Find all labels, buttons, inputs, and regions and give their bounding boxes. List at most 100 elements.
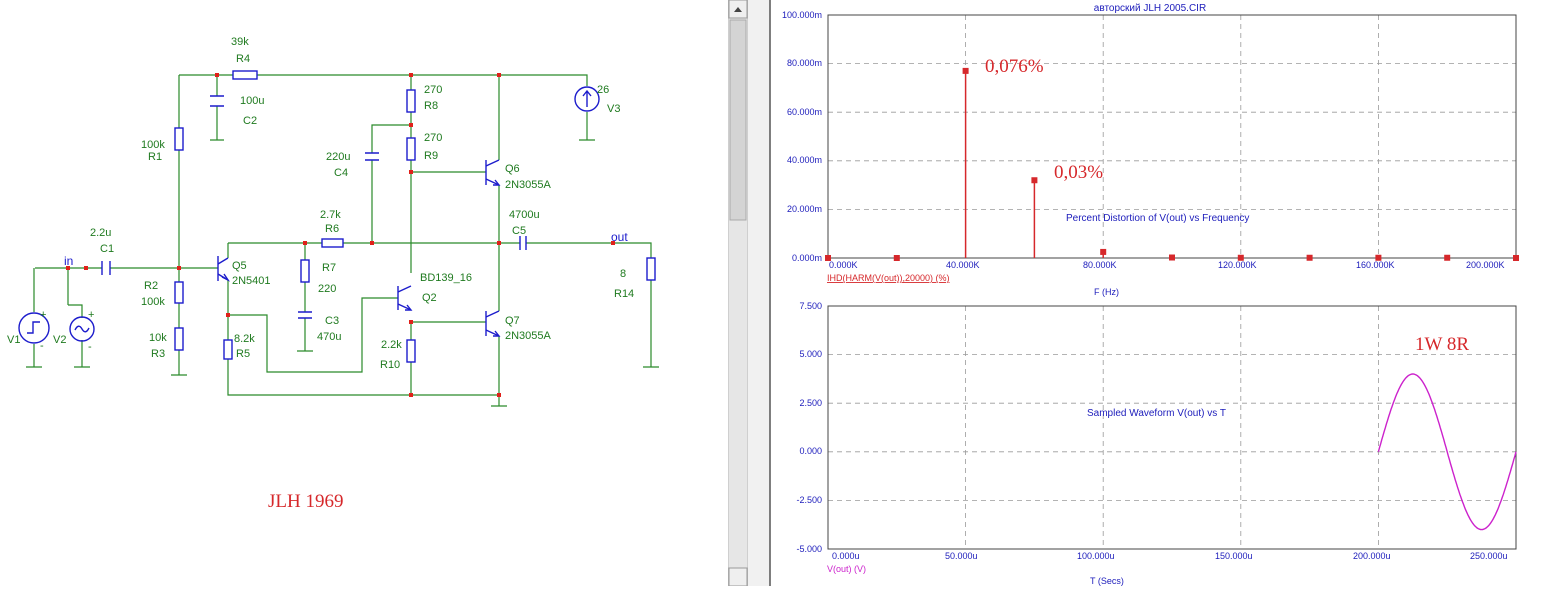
r3-name: R3 xyxy=(151,348,165,360)
top-y-tick: 20.000m xyxy=(787,204,822,214)
r7-value: 220 xyxy=(318,283,336,295)
top-plot-expression[interactable]: IHD(HARM(V(out)),20000) (%) xyxy=(827,273,950,283)
r3-value: 10k xyxy=(149,332,167,344)
r4-value: 39k xyxy=(231,36,249,48)
capacitor-c4 xyxy=(365,152,379,161)
q5-name: Q5 xyxy=(232,260,247,272)
r6-name: R6 xyxy=(325,223,339,235)
schematic-canvas: + - + - 39k R4 100u C2 100k R1 xyxy=(7,36,659,512)
annotation-h2: 0,076% xyxy=(985,56,1044,77)
waveform-trace xyxy=(1377,373,1517,531)
q2-name: Q2 xyxy=(422,292,437,304)
bottom-x-tick: 0.000u xyxy=(832,551,860,561)
distortion-bars xyxy=(825,67,1519,261)
top-y-tick: 0.000m xyxy=(792,253,822,263)
distortion-plot: 100.000m 80.000m 60.000m 40.000m 20.000m… xyxy=(782,10,1519,297)
resistor-r1 xyxy=(174,127,184,151)
transistor-q5 xyxy=(217,256,231,282)
source-v2: + - xyxy=(69,309,95,353)
top-plot-x-axis-title: F (Hz) xyxy=(1094,287,1119,297)
bottom-x-tick: 200.000u xyxy=(1353,551,1391,561)
top-y-tick: 40.000m xyxy=(787,155,822,165)
v3-name: V3 xyxy=(607,103,620,115)
top-plot-x-ticks: 0.000K 40.000K 80.000K 120.000K 160.000K… xyxy=(829,260,1505,270)
r9-name: R9 xyxy=(424,150,438,162)
top-y-tick: 100.000m xyxy=(782,10,822,20)
scroll-thumb[interactable] xyxy=(729,19,747,221)
r1-value: 100k xyxy=(141,139,165,151)
capacitor-c5 xyxy=(519,236,527,250)
r2-value: 100k xyxy=(141,296,165,308)
bottom-plot-x-ticks: 0.000u 50.000u 100.000u 150.000u 200.000… xyxy=(832,551,1508,561)
resistor-r2 xyxy=(174,281,184,304)
distortion-point xyxy=(825,255,831,261)
r2-name: R2 xyxy=(144,280,158,292)
distortion-point xyxy=(893,255,900,261)
bottom-y-tick: -5.000 xyxy=(796,544,822,554)
transistor-q6 xyxy=(485,159,501,186)
c3-value: 470u xyxy=(317,331,341,343)
distortion-point xyxy=(1375,254,1382,261)
vertical-scrollbar[interactable] xyxy=(727,0,749,587)
r6-value: 2.7k xyxy=(320,209,341,221)
bottom-plot-expression[interactable]: V(out) (V) xyxy=(827,564,866,574)
waveform-annotation: 1W 8R xyxy=(1415,334,1469,355)
top-y-tick: 80.000m xyxy=(787,58,822,68)
bottom-y-tick: -2.500 xyxy=(796,495,822,505)
v2-name: V2 xyxy=(53,334,66,346)
resistor-r9 xyxy=(406,137,416,161)
v1-plus-sign: + xyxy=(40,309,46,321)
capacitor-c2 xyxy=(210,95,224,107)
node-out-label: out xyxy=(611,230,628,244)
bottom-y-tick: 5.000 xyxy=(799,349,822,359)
plot-frame xyxy=(827,305,1517,550)
top-x-tick: 40.000K xyxy=(946,260,980,270)
node-in-label: in xyxy=(64,254,73,268)
capacitors xyxy=(101,95,527,319)
bottom-x-tick: 150.000u xyxy=(1215,551,1253,561)
source-v1: + - xyxy=(18,309,50,352)
panel-separator xyxy=(748,0,770,586)
top-x-tick: 200.000K xyxy=(1466,260,1505,270)
c2-name: C2 xyxy=(243,115,257,127)
r8-name: R8 xyxy=(424,100,438,112)
resistor-r3 xyxy=(174,327,184,351)
r7-name: R7 xyxy=(322,262,336,274)
distortion-point xyxy=(1100,248,1107,255)
q6-name: Q6 xyxy=(505,163,520,175)
junction-dots xyxy=(66,73,615,397)
distortion-point xyxy=(1513,255,1519,261)
r8-value: 270 xyxy=(424,84,442,96)
annotation-h3: 0,03% xyxy=(1054,162,1103,183)
scroll-down-button[interactable] xyxy=(728,567,748,587)
resistor-r8 xyxy=(406,89,416,113)
c5-name: C5 xyxy=(512,225,526,237)
top-y-tick: 60.000m xyxy=(787,107,822,117)
resistors xyxy=(174,70,656,363)
scroll-up-arrow-icon xyxy=(734,7,742,12)
top-x-tick: 120.000K xyxy=(1218,260,1257,270)
resistor-r5 xyxy=(223,339,233,360)
distortion-point xyxy=(1444,254,1451,261)
r9-value: 270 xyxy=(424,132,442,144)
resistor-r7 xyxy=(300,259,310,283)
r4-name: R4 xyxy=(236,53,250,65)
v3-value: 26 xyxy=(597,84,609,96)
bottom-plot-y-ticks: 7.500 5.000 2.500 0.000 -2.500 -5.000 xyxy=(796,301,822,554)
r10-name: R10 xyxy=(380,359,400,371)
ground-symbols xyxy=(26,139,659,407)
q7-model: 2N3055A xyxy=(505,330,552,342)
r14-name: R14 xyxy=(614,288,634,300)
source-v3 xyxy=(574,86,600,112)
v1-name: V1 xyxy=(7,334,20,346)
r5-value: 8.2k xyxy=(234,333,255,345)
c5-value: 4700u xyxy=(509,209,540,221)
v2-minus-sign: - xyxy=(88,341,92,353)
transistor-q7 xyxy=(485,310,501,337)
component-labels: 39k R4 100u C2 100k R1 270 R8 270 R9 220… xyxy=(7,36,634,371)
bottom-x-tick: 250.000u xyxy=(1470,551,1508,561)
bottom-plot-title: Sampled Waveform V(out) vs T xyxy=(1087,408,1226,419)
v2-plus-sign: + xyxy=(88,309,94,321)
bottom-plot-grid xyxy=(827,305,1517,550)
resistor-r6 xyxy=(321,238,344,248)
